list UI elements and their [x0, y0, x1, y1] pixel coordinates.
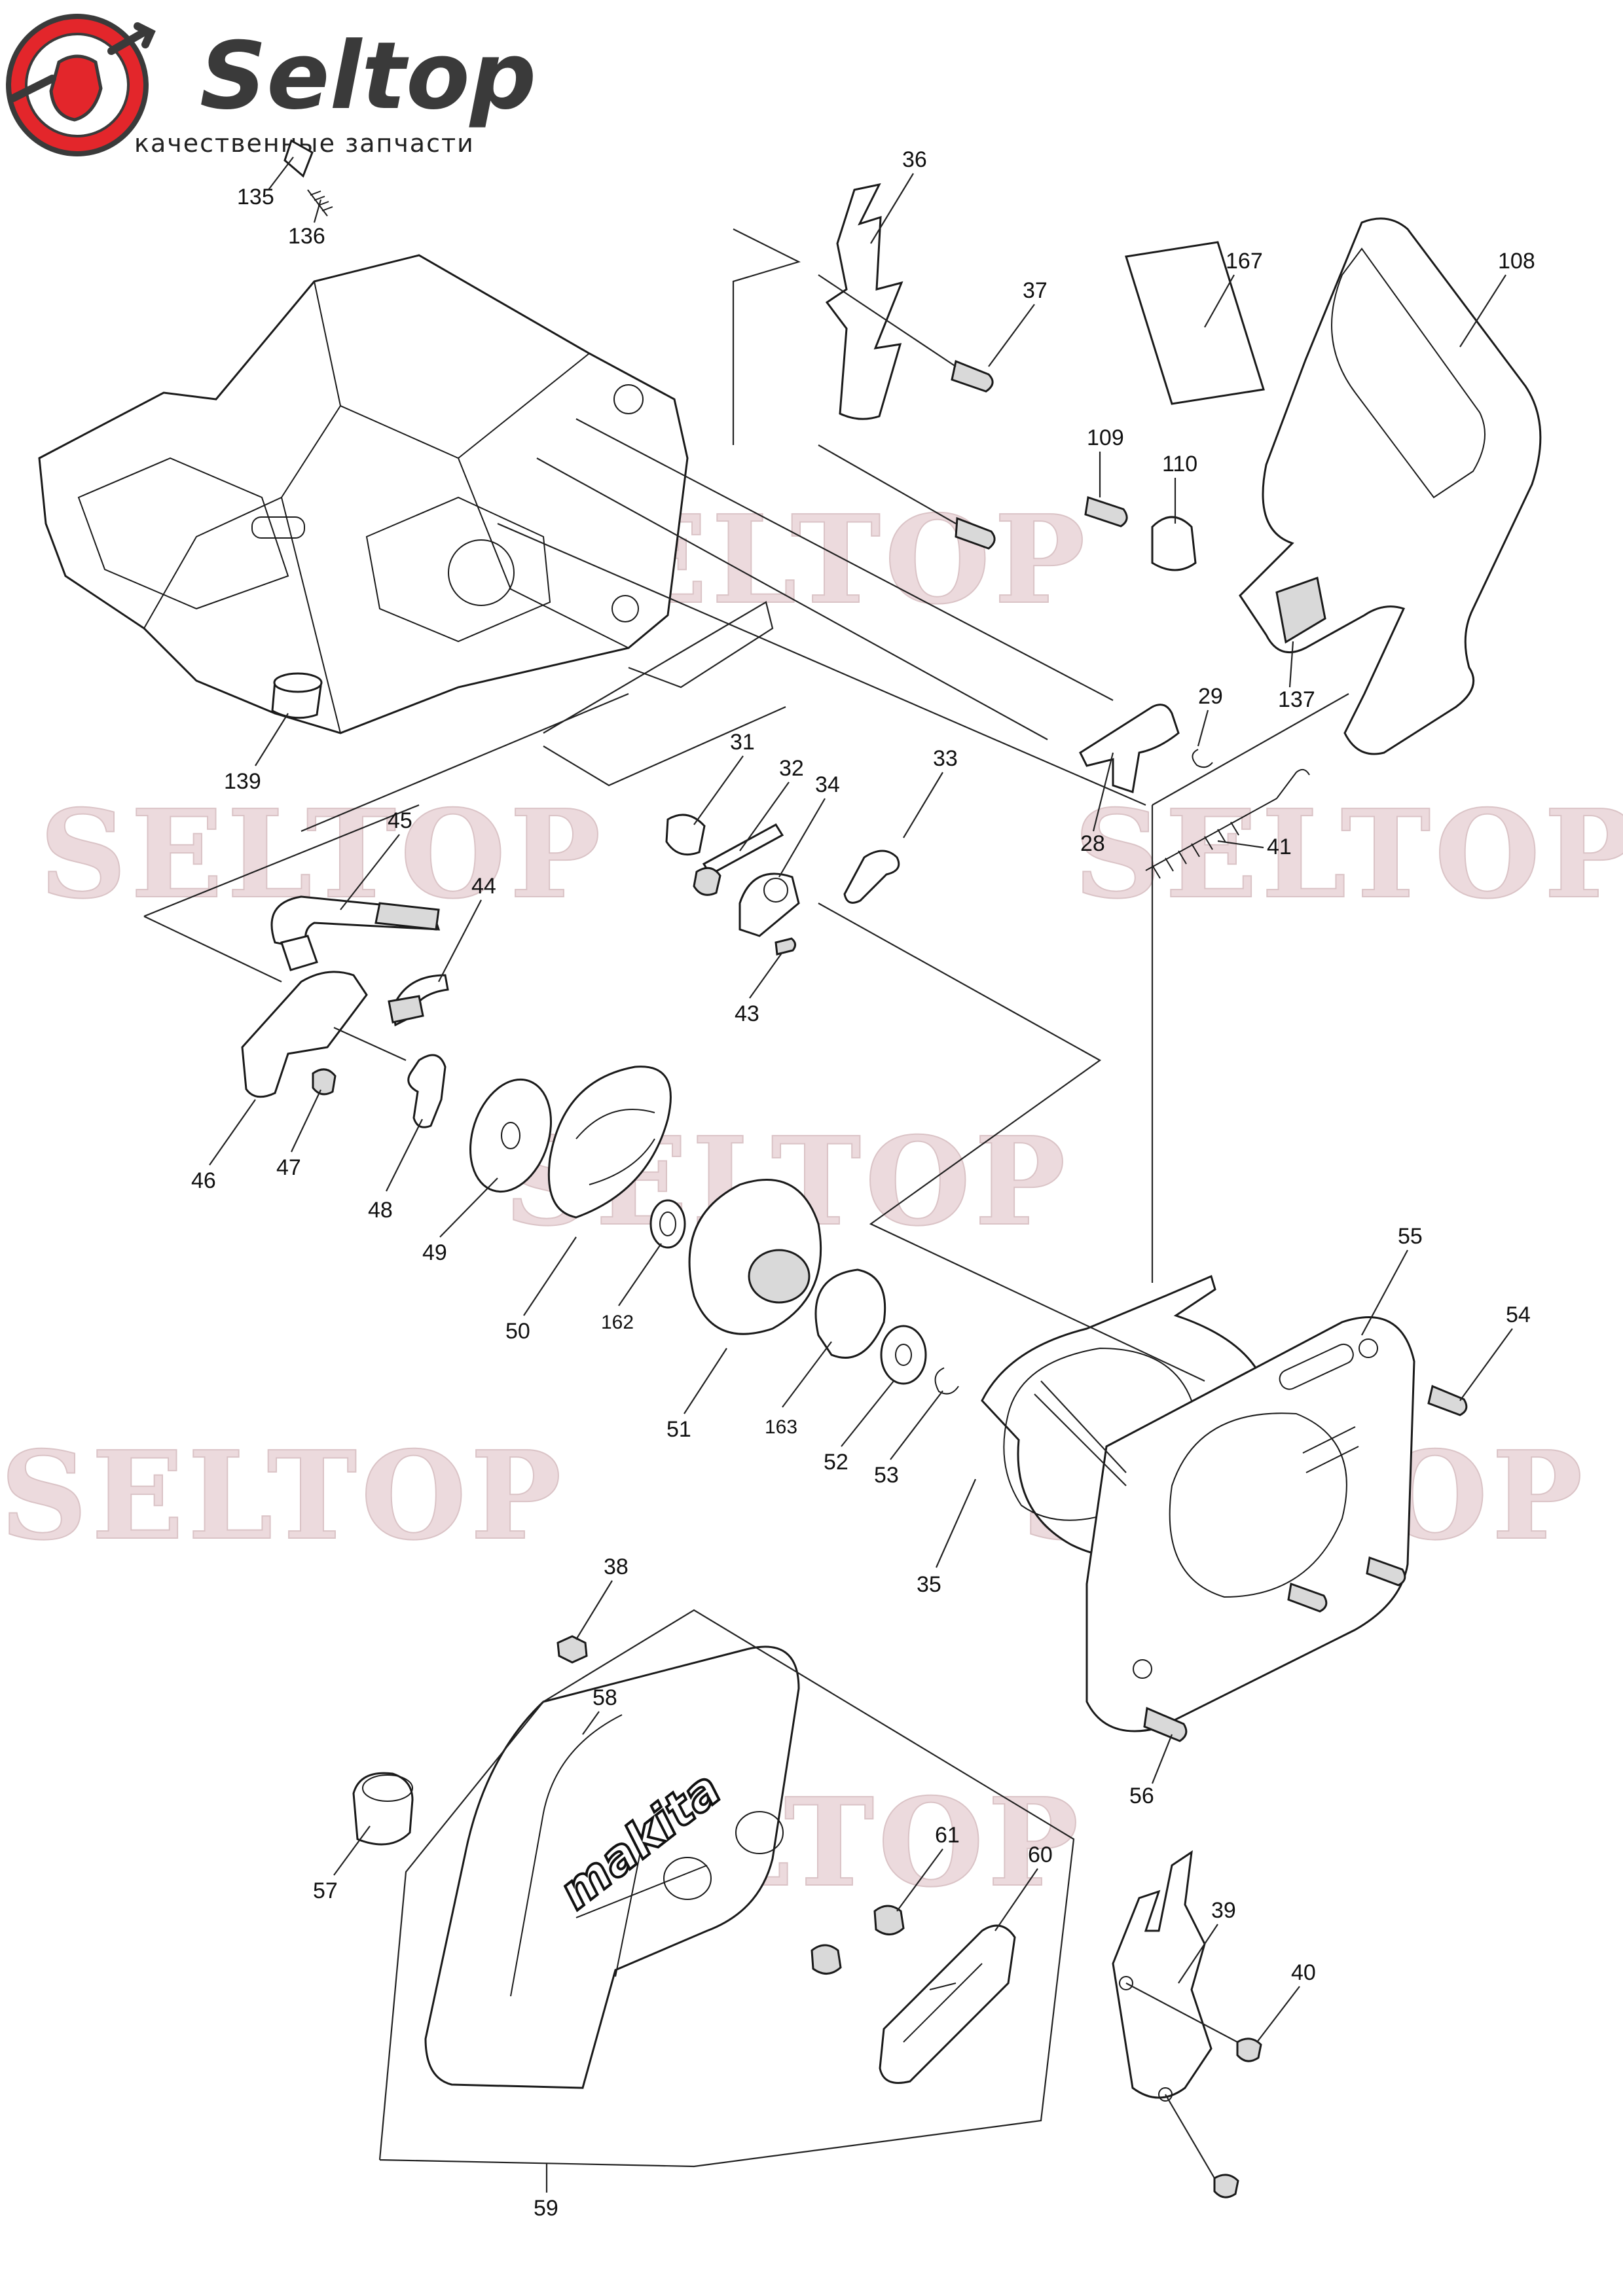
part-135	[283, 139, 314, 178]
part-60-plate	[879, 1924, 1016, 2084]
callout-28: 28	[1080, 831, 1105, 856]
part-46-oil-pump	[241, 971, 368, 1098]
callout-58: 58	[593, 1685, 617, 1710]
callout-136: 136	[288, 224, 325, 249]
callout-54: 54	[1506, 1302, 1531, 1327]
part-screw	[955, 516, 996, 550]
part-39-plate	[1112, 1850, 1213, 2099]
part-screw	[1287, 1582, 1328, 1613]
callout-50: 50	[505, 1319, 530, 1344]
part-50-clutch	[547, 1066, 672, 1219]
callout-47: 47	[276, 1155, 301, 1180]
watermark-text: SELTOP	[0, 1424, 566, 1567]
callout-109: 109	[1087, 425, 1124, 450]
callout-57: 57	[313, 1878, 338, 1903]
callout-44: 44	[471, 874, 496, 899]
callout-108: 108	[1498, 249, 1535, 274]
callout-55: 55	[1398, 1224, 1423, 1249]
callout-41: 41	[1267, 834, 1292, 859]
callout-167: 167	[1226, 249, 1263, 274]
crankcase-housing	[38, 254, 689, 734]
part-screw	[1366, 1556, 1406, 1587]
callout-162: 162	[601, 1312, 634, 1333]
callout-45: 45	[388, 808, 412, 833]
brand-name: Seltop	[200, 22, 536, 130]
part-136-spring	[307, 189, 333, 217]
callout-39: 39	[1211, 1898, 1236, 1923]
part-49-washer	[469, 1078, 553, 1193]
callout-53: 53	[874, 1463, 899, 1488]
callout-59: 59	[534, 2196, 558, 2221]
part-59-sprocket-cover	[424, 1645, 800, 2089]
part-57-spacer	[352, 1772, 414, 1846]
part-34-pump-housing	[739, 872, 800, 937]
part-55-plate	[1085, 1316, 1415, 1732]
part-37-screw	[951, 359, 994, 393]
callout-56: 56	[1129, 1784, 1154, 1808]
part-54-screw	[1427, 1384, 1468, 1416]
part-36-brake-link	[825, 183, 903, 420]
part-29-circlip	[1192, 749, 1213, 768]
part-163-sprocket	[814, 1268, 886, 1359]
part-32-shaft	[702, 823, 784, 876]
callout-52: 52	[824, 1450, 848, 1475]
part-110-bushing	[1151, 516, 1197, 571]
part-137-damper	[1275, 577, 1326, 644]
callout-49: 49	[422, 1240, 447, 1265]
callout-40: 40	[1291, 1960, 1316, 1985]
part-56-screw	[1143, 1706, 1188, 1742]
part-40-screw	[1236, 2037, 1262, 2062]
part-38-nut	[556, 1635, 588, 1664]
callout-60: 60	[1028, 1842, 1053, 1867]
callout-137: 137	[1278, 687, 1315, 712]
part-33-bracket	[843, 850, 900, 904]
callout-139: 139	[224, 769, 261, 794]
callout-43: 43	[735, 1001, 759, 1026]
part-53-circlip	[934, 1367, 959, 1395]
callout-34: 34	[815, 772, 840, 797]
part-48-spacer	[407, 1054, 447, 1128]
watermark-text: SELTOP	[1074, 783, 1623, 925]
part-162-washer	[649, 1199, 686, 1249]
callout-37: 37	[1023, 278, 1048, 303]
callout-51: 51	[666, 1417, 691, 1442]
part-31-worm-gear	[665, 814, 706, 855]
callout-36: 36	[902, 147, 927, 172]
callout-61: 61	[935, 1823, 960, 1848]
callout-46: 46	[191, 1168, 216, 1193]
callout-48: 48	[368, 1198, 393, 1223]
leader-lines	[143, 228, 1349, 2179]
watermark-text: SELTOP	[39, 783, 605, 925]
part-61-nut	[811, 1944, 842, 1975]
callout-32: 32	[779, 756, 804, 781]
part-47-screw	[312, 1068, 337, 1096]
part-28-brake-lever	[1079, 704, 1180, 793]
callout-35: 35	[917, 1572, 941, 1597]
part-52-washer	[880, 1325, 927, 1385]
part-41-spring	[1145, 768, 1310, 879]
part-61-nut	[873, 1905, 905, 1935]
callout-38: 38	[604, 1554, 629, 1579]
part-109-screw	[1084, 496, 1128, 528]
callout-labels: 135 136 36 37 167 108 109 110 137 139 31…	[191, 147, 1535, 2221]
callout-135: 135	[237, 185, 274, 209]
callout-31: 31	[730, 730, 755, 755]
callout-29: 29	[1198, 684, 1223, 709]
part-screw	[1213, 2174, 1239, 2198]
callout-33: 33	[933, 746, 958, 771]
callout-163: 163	[765, 1416, 797, 1438]
callout-110: 110	[1162, 452, 1197, 476]
part-43-screw	[775, 937, 796, 956]
part-45-oil-filter	[374, 902, 440, 931]
part-108-hand-guard	[1239, 217, 1542, 755]
seltop-logo: Seltop качественные запчасти	[6, 14, 536, 158]
